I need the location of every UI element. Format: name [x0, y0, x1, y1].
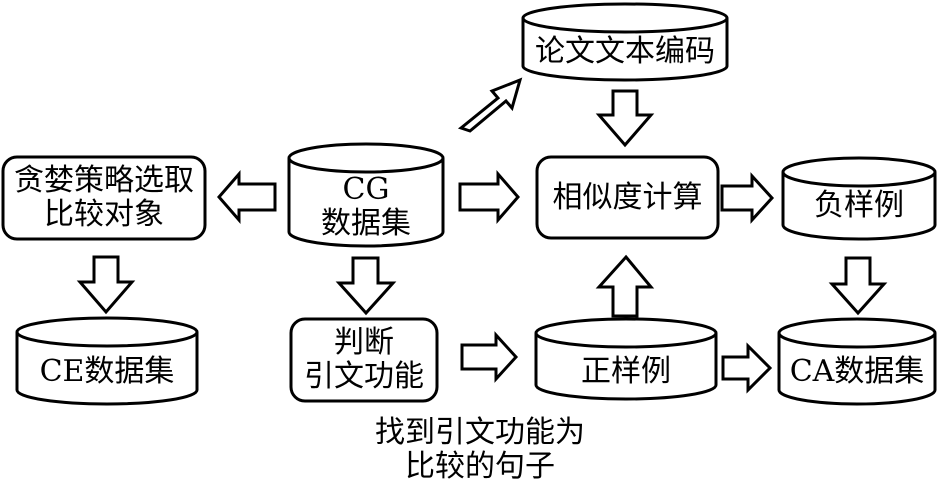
- ca-dataset-label: CA数据集: [779, 350, 935, 394]
- judge-function-line1: 判断: [334, 325, 394, 360]
- arrow-judge-to-positive: [460, 331, 519, 383]
- negative-samples-cylinder: [781, 156, 937, 241]
- similarity-box: [535, 155, 720, 240]
- ce-dataset-label: CE数据集: [17, 350, 197, 394]
- positive-samples-text: 正样例: [581, 354, 671, 389]
- arrow-positive-to-similarity: [595, 254, 655, 318]
- greedy-select-box: [1, 155, 207, 241]
- arrow-similarity-to-negative: [720, 172, 775, 224]
- paper-encoding-cylinder: [521, 2, 729, 82]
- annotation-line2: 比较的句子: [405, 449, 555, 484]
- ce-dataset-text: CE数据集: [39, 354, 175, 389]
- paper-encoding-text: 论文文本编码: [535, 34, 715, 69]
- judge-function-label: 判断 引文功能: [291, 319, 437, 401]
- negative-samples-label: 负样例: [783, 186, 935, 226]
- arrow-positive-to-ca: [721, 342, 773, 394]
- arrow-cg-to-encoding: [457, 77, 523, 133]
- greedy-select-line1: 贪婪策略选取: [14, 163, 194, 198]
- positive-samples-label: 正样例: [536, 350, 716, 394]
- arrow-greedy-to-ce: [76, 255, 136, 315]
- greedy-select-line2: 比较对象: [44, 197, 164, 232]
- arrow-encoding-to-similarity: [595, 89, 655, 148]
- arrow-cg-to-similarity: [458, 169, 520, 225]
- arrow-cg-to-judge: [335, 256, 397, 316]
- cg-dataset-line1: CG: [342, 172, 390, 207]
- cg-dataset-cylinder: [287, 142, 445, 248]
- judge-function-line2: 引文功能: [304, 359, 424, 394]
- ca-dataset-text: CA数据集: [789, 354, 925, 389]
- annotation-line1: 找到引文功能为: [375, 415, 585, 450]
- positive-samples-cylinder: [534, 317, 718, 401]
- annotation-label: 找到引文功能为 比较的句子: [310, 414, 650, 486]
- ca-dataset-cylinder: [777, 317, 937, 406]
- ce-dataset-cylinder: [15, 316, 199, 406]
- cg-dataset-label: CG 数据集: [289, 172, 443, 242]
- arrow-negative-to-ca: [828, 256, 888, 316]
- greedy-select-label: 贪婪策略选取 比较对象: [3, 157, 205, 239]
- similarity-text: 相似度计算: [552, 179, 703, 215]
- judge-function-box: [289, 317, 439, 403]
- paper-encoding-label: 论文文本编码: [523, 32, 727, 72]
- similarity-label: 相似度计算: [537, 157, 718, 238]
- arrow-cg-to-greedy: [217, 169, 277, 225]
- cg-dataset-line2: 数据集: [321, 206, 411, 241]
- negative-samples-text: 负样例: [814, 188, 904, 223]
